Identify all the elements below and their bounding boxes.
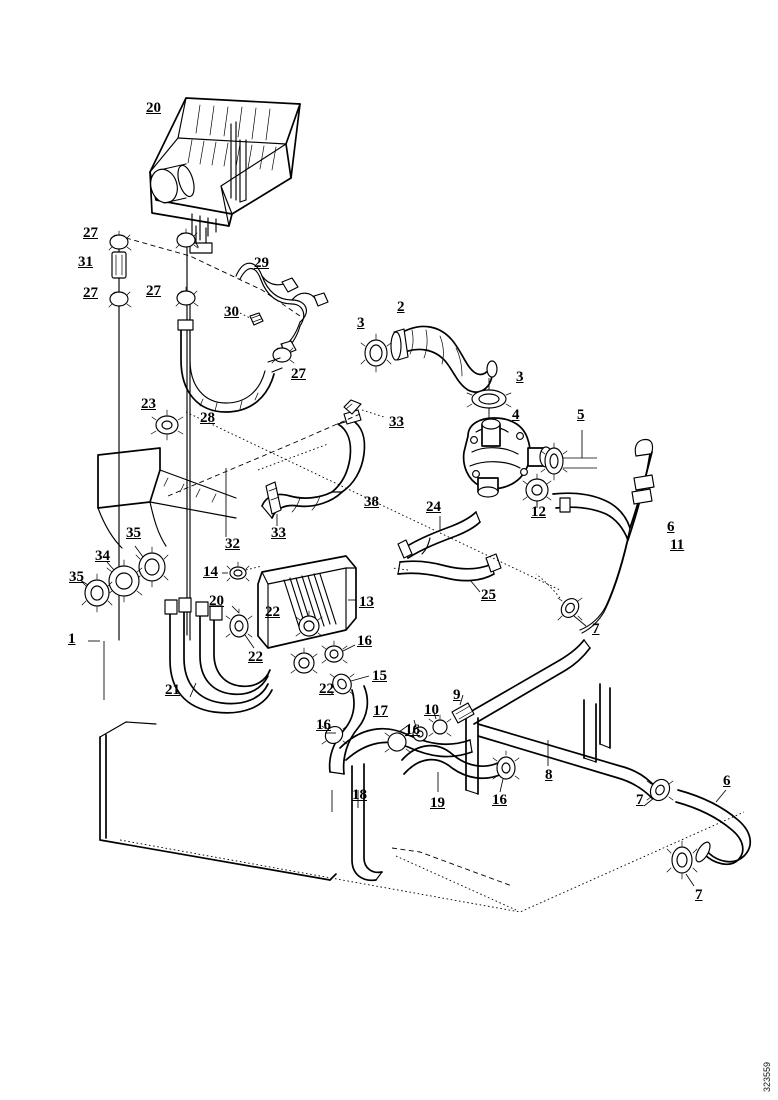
callout-14: 14 xyxy=(203,564,218,580)
callout-16-a: 16 xyxy=(357,633,372,649)
callout-1: 1 xyxy=(68,631,76,647)
callout-22-c: 22 xyxy=(319,681,334,697)
callout-27-d: 27 xyxy=(291,366,306,382)
thermostat-housing-4 xyxy=(462,417,597,508)
callout-35-a: 35 xyxy=(126,525,141,541)
callout-7-a: 7 xyxy=(592,621,600,637)
callout-16-d: 16 xyxy=(492,792,507,808)
callout-32: 32 xyxy=(225,536,240,552)
callout-33-b: 33 xyxy=(271,525,286,541)
callout-29: 29 xyxy=(254,255,269,271)
callout-6-a: 6 xyxy=(723,773,731,789)
page-watermark: 323559 xyxy=(762,1061,772,1092)
callout-12: 12 xyxy=(531,504,546,520)
callout-3-a: 3 xyxy=(357,315,365,331)
callout-28: 28 xyxy=(200,410,215,426)
hose-28 xyxy=(177,319,283,413)
callout-4: 4 xyxy=(512,407,520,423)
hose-manifold-21 xyxy=(164,597,273,714)
callout-17: 17 xyxy=(373,703,388,719)
hose-15-17 xyxy=(321,685,520,882)
callout-7-c: 7 xyxy=(695,887,703,903)
callout-7-b: 7 xyxy=(636,792,644,808)
tube-25 xyxy=(391,553,502,593)
callout-6-b: 6 xyxy=(667,519,675,535)
right-hose-11 xyxy=(535,438,655,634)
callout-2: 2 xyxy=(397,299,405,315)
wiring-harness-29 xyxy=(235,262,329,364)
callout-16-b: 16 xyxy=(316,717,331,733)
callout-20-manifold: 20 xyxy=(209,593,224,609)
rings-34-35 xyxy=(79,413,361,613)
callout-10: 10 xyxy=(424,702,439,718)
pipe-assembly-8 xyxy=(412,639,674,807)
callout-38: 38 xyxy=(364,494,379,510)
callout-15: 15 xyxy=(372,668,387,684)
tube-24 xyxy=(397,511,481,559)
callout-22-a: 22 xyxy=(265,604,280,620)
upper-hose-2 xyxy=(360,325,512,424)
radiator-tank-assembly xyxy=(149,97,301,254)
callout-27-c: 27 xyxy=(146,283,161,299)
lower-frame-1 xyxy=(88,411,745,913)
callout-27-b: 27 xyxy=(83,285,98,301)
hose-38 xyxy=(225,399,385,537)
hose-6-bottom-right xyxy=(666,789,752,887)
callout-33-a: 33 xyxy=(389,414,404,430)
callout-27-a: 27 xyxy=(83,225,98,241)
callout-23: 23 xyxy=(141,396,156,412)
callout-3-b: 3 xyxy=(516,369,524,385)
callout-30: 30 xyxy=(224,304,239,320)
callout-24: 24 xyxy=(426,499,441,515)
callout-22-b: 22 xyxy=(248,649,263,665)
callout-5: 5 xyxy=(577,407,585,423)
callout-35-b: 35 xyxy=(69,569,84,585)
callout-31: 31 xyxy=(78,254,93,270)
callout-21: 21 xyxy=(165,682,180,698)
bracket-13 xyxy=(222,555,370,696)
callout-18: 18 xyxy=(352,787,367,803)
callout-9: 9 xyxy=(453,687,461,703)
callout-8: 8 xyxy=(545,767,553,783)
callout-34: 34 xyxy=(95,548,110,564)
callout-25: 25 xyxy=(481,587,496,603)
callout-13: 13 xyxy=(359,594,374,610)
callout-11: 11 xyxy=(670,537,685,553)
callout-16-c: 16 xyxy=(405,722,420,738)
callout-19: 19 xyxy=(430,795,445,811)
callout-20-top: 20 xyxy=(146,100,161,116)
